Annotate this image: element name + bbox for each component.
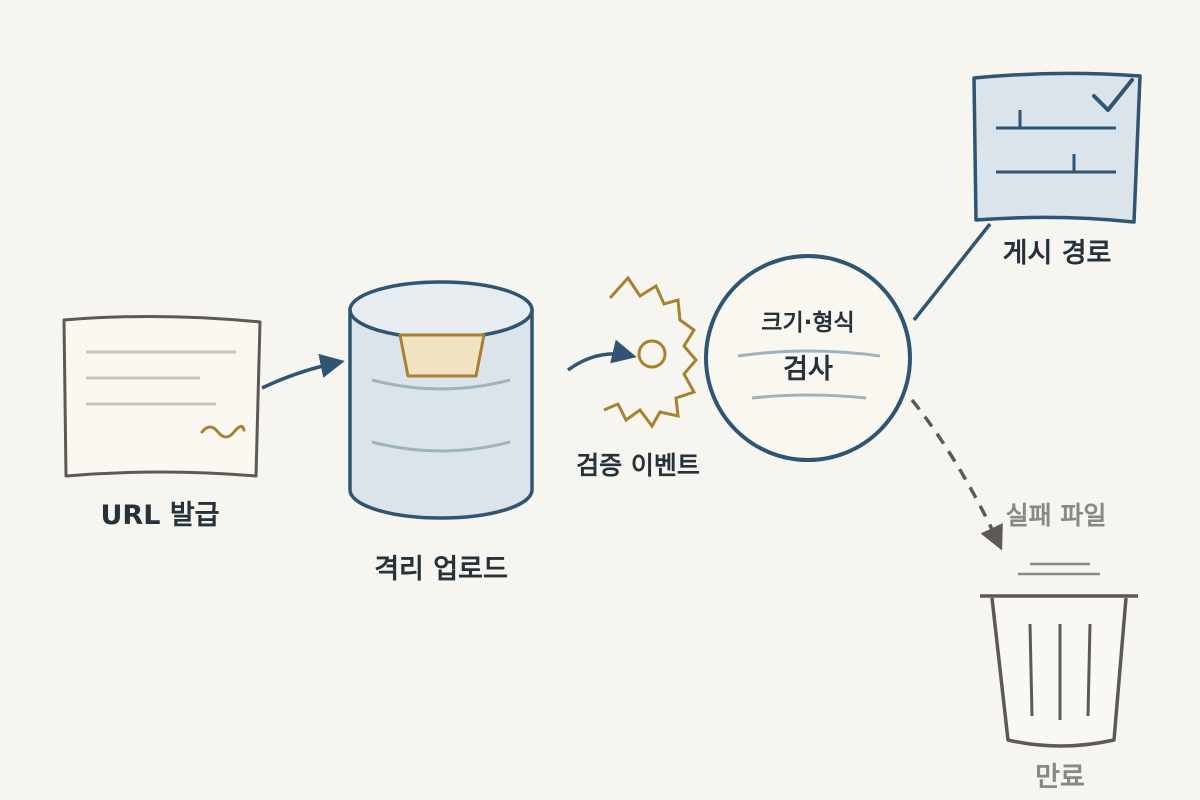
flow-arrow-event [566, 339, 637, 372]
flow-line-publish [912, 222, 992, 322]
flow-arrow-upload [261, 353, 345, 390]
publish-document-icon [972, 71, 1142, 224]
step-label-failed-file: 실패 파일 [1006, 501, 1107, 530]
quarantine-tag-icon [398, 333, 486, 378]
step-label-validation-event: 검증 이벤트 [576, 451, 700, 480]
check-mark-icon [1092, 78, 1134, 112]
trash-bin-icon [980, 562, 1138, 748]
check-label-line2: 검사 [783, 354, 833, 385]
step-label-publish-path: 게시 경로 [1003, 238, 1112, 269]
flow-arrow-failure [910, 398, 1003, 551]
url-document-icon [62, 314, 262, 478]
validation-event-icon [566, 275, 698, 429]
quarantine-storage-icon [348, 280, 534, 520]
step-label-issue-url: URL 발급 [101, 500, 220, 531]
check-label-line1: 크기·형식 [761, 310, 854, 336]
step-label-quarantine-upload: 격리 업로드 [374, 554, 508, 585]
size-format-check-node [704, 254, 912, 462]
step-label-expire: 만료 [1035, 762, 1085, 793]
